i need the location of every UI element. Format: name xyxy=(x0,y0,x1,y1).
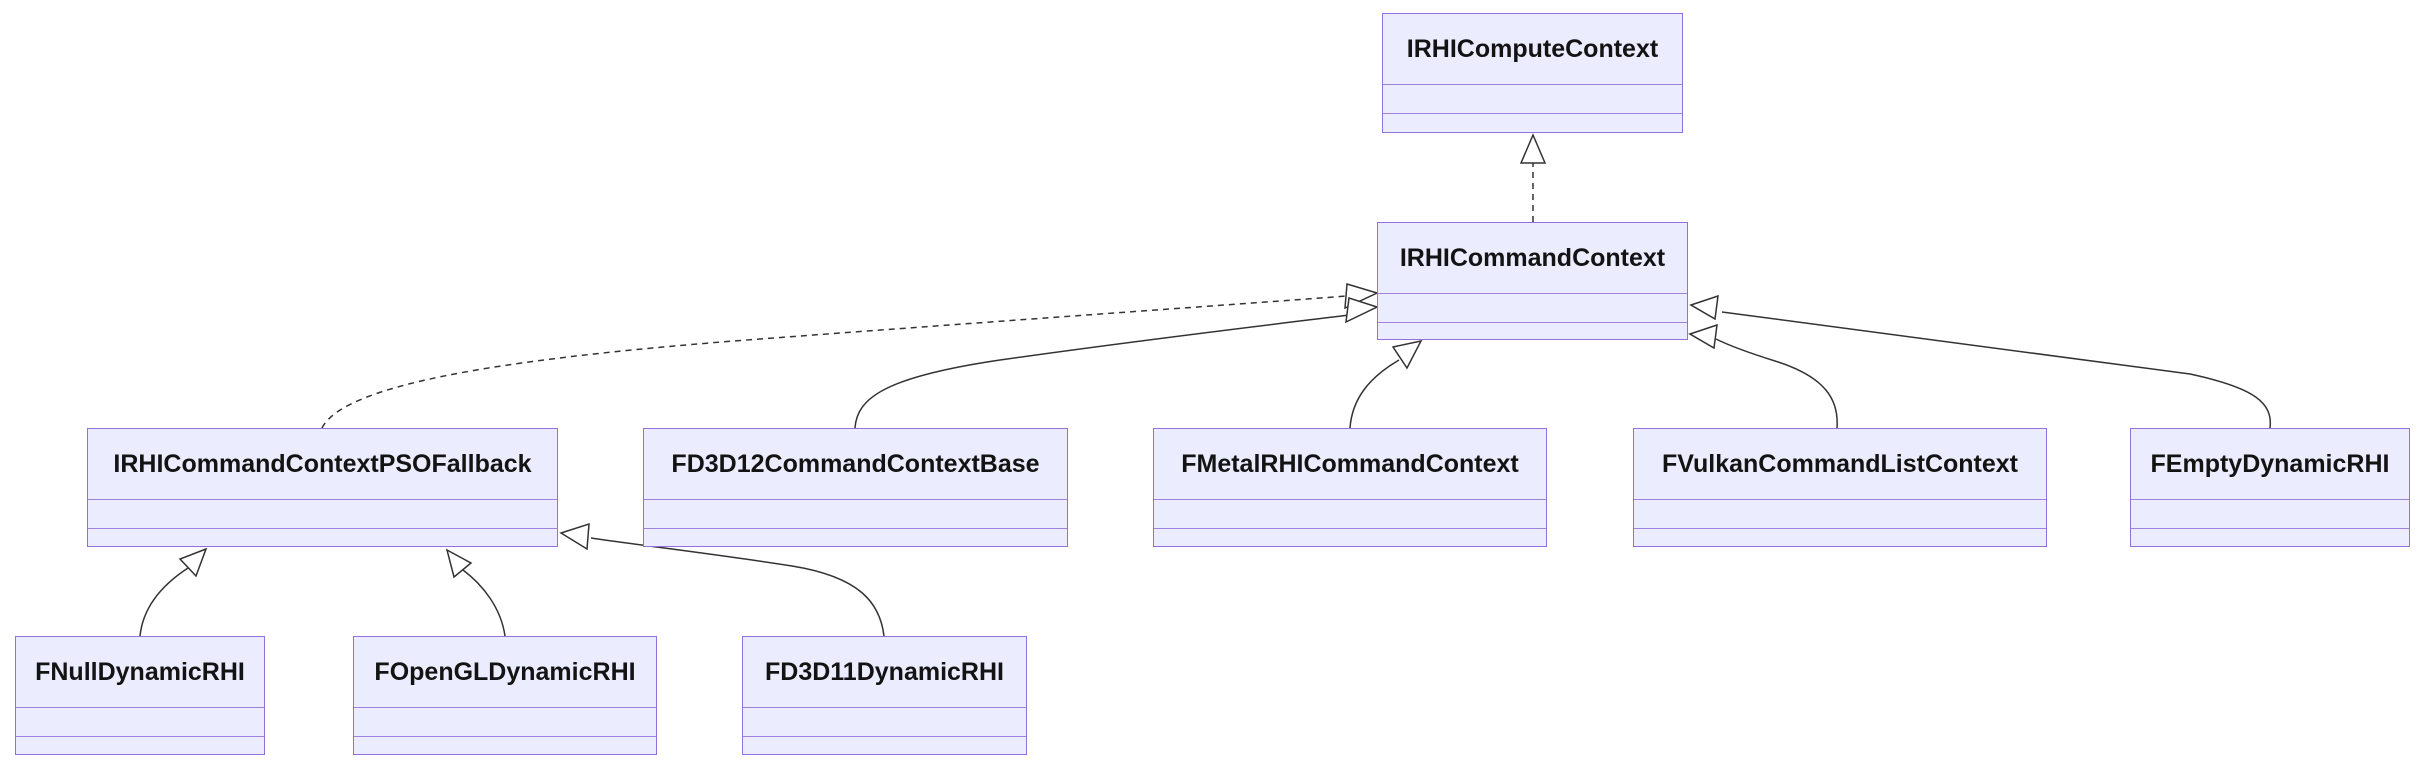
class-name-label: FOpenGLDynamicRHI xyxy=(374,657,636,686)
class-methods-compartment xyxy=(1154,528,1546,546)
class-methods-compartment xyxy=(16,736,264,754)
class-name-label: IRHICommandContextPSOFallback xyxy=(113,449,532,478)
edge-fopengldynamicrhi-to-irhicommandcontextpsofallback xyxy=(445,548,506,637)
class-name-label: FNullDynamicRHI xyxy=(35,657,245,686)
class-name-label: FEmptyDynamicRHI xyxy=(2150,449,2390,478)
class-node-fmetalrhicommandcontext: FMetalRHICommandContext xyxy=(1153,428,1547,547)
class-node-irhicommandcontext: IRHICommandContext xyxy=(1377,222,1688,340)
class-name-label: FMetalRHICommandContext xyxy=(1181,449,1519,478)
class-members-compartment xyxy=(1634,499,2046,528)
class-node-fd3d11dynamicrhi: FD3D11DynamicRHI xyxy=(742,636,1027,755)
class-members-compartment xyxy=(1154,499,1546,528)
class-members-compartment xyxy=(743,707,1026,736)
class-methods-compartment xyxy=(2131,528,2409,546)
class-members-compartment xyxy=(16,707,264,736)
class-name-label: FVulkanCommandListContext xyxy=(1661,449,2019,478)
class-methods-compartment xyxy=(88,528,557,546)
class-members-compartment xyxy=(1378,293,1687,322)
class-methods-compartment xyxy=(1378,322,1687,339)
class-members-compartment xyxy=(88,499,557,528)
class-node-femptydynamicrhi: FEmptyDynamicRHI xyxy=(2130,428,2410,547)
class-methods-compartment xyxy=(1634,528,2046,546)
class-name-label: IRHICommandContext xyxy=(1399,243,1666,272)
edge-irhicommandcontext-to-irhicomputecontext xyxy=(1519,133,1547,222)
class-node-irhicommandcontextpsofallback: IRHICommandContextPSOFallback xyxy=(87,428,558,547)
edge-fd3d12commandcontextbase-to-irhicommandcontext xyxy=(854,297,1380,429)
class-members-compartment xyxy=(644,499,1067,528)
class-name-label: FD3D11DynamicRHI xyxy=(765,657,1004,686)
class-node-fd3d12commandcontextbase: FD3D12CommandContextBase xyxy=(643,428,1068,547)
class-methods-compartment xyxy=(1383,113,1682,132)
class-node-fvulkancommandlistcontext: FVulkanCommandListContext xyxy=(1633,428,2047,547)
class-members-compartment xyxy=(354,707,656,736)
class-methods-compartment xyxy=(644,528,1067,546)
edge-fmetalrhicommandcontext-to-irhicommandcontext xyxy=(1349,339,1423,429)
edge-irhicommandcontextpsofallback-to-irhicommandcontext xyxy=(321,283,1380,429)
edge-fd3d11dynamicrhi-to-irhicommandcontextpsofallback xyxy=(559,522,885,637)
edge-fvulkancommandlistcontext-to-irhicommandcontext xyxy=(1688,323,1838,429)
class-members-compartment xyxy=(1383,84,1682,113)
class-methods-compartment xyxy=(743,736,1026,754)
class-name-label: FD3D12CommandContextBase xyxy=(671,449,1040,478)
edge-fnulldynamicrhi-to-irhicommandcontextpsofallback xyxy=(139,547,208,637)
class-node-fnulldynamicrhi: FNullDynamicRHI xyxy=(15,636,265,755)
edge-femptydynamicrhi-to-irhicommandcontext xyxy=(1689,294,2272,429)
class-methods-compartment xyxy=(354,736,656,754)
class-node-irhicomputecontext: IRHIComputeContext xyxy=(1382,13,1683,133)
class-node-fopengldynamicrhi: FOpenGLDynamicRHI xyxy=(353,636,657,755)
class-members-compartment xyxy=(2131,499,2409,528)
class-name-label: IRHIComputeContext xyxy=(1406,34,1659,63)
